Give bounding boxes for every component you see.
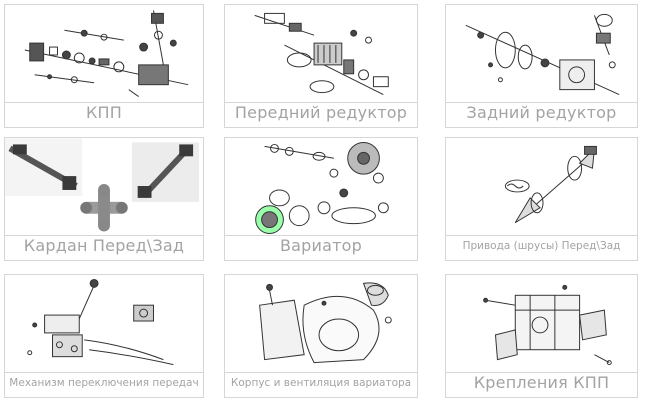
gearbox-diagram	[24, 10, 189, 97]
category-label[interactable]: Передний редуктор	[234, 103, 408, 122]
category-label[interactable]: Вариатор	[279, 236, 362, 255]
category-card-front-gearbox[interactable]: Передний редуктор	[224, 4, 418, 128]
category-label[interactable]: Кардан Перед\Зад	[23, 236, 185, 255]
category-label[interactable]: Механизм переключения передач	[9, 377, 199, 389]
driveshaft-photo	[5, 138, 200, 232]
category-card-shift-mechanism[interactable]: Механизм переключения передач	[4, 274, 204, 398]
category-label[interactable]: Корпус и вентиляция вариатора	[230, 377, 412, 389]
gearbox-exploded-diagram-image[interactable]	[5, 5, 203, 101]
rear-gearbox-exploded-diagram-image[interactable]	[446, 5, 637, 101]
rear-gearbox-diagram	[465, 13, 620, 96]
variator-housing-diagram	[259, 282, 392, 364]
variator-diagram	[255, 141, 389, 234]
category-card-variator-housing[interactable]: Корпус и вентиляция вариатора	[224, 274, 418, 398]
gearbox-mounts-diagram-image[interactable]	[446, 275, 637, 371]
category-card-driveshaft[interactable]: Кардан Перед\Зад	[4, 137, 204, 261]
front-gearbox-diagram	[254, 12, 389, 96]
category-label[interactable]: Привода (шрусы) Перед\Зад	[462, 240, 621, 252]
category-card-gearbox-mounts[interactable]: Крепления КПП	[445, 274, 638, 398]
shift-mechanism-diagram	[27, 278, 174, 366]
variator-housing-diagram-image[interactable]	[225, 275, 417, 371]
gearbox-mounts-diagram	[483, 284, 612, 366]
category-label[interactable]: Крепления КПП	[473, 373, 610, 392]
front-gearbox-exploded-diagram-image[interactable]	[225, 5, 417, 101]
driveshaft-photo-image[interactable]	[5, 138, 203, 234]
variator-parts-diagram-image[interactable]	[225, 138, 417, 234]
cv-axle-diagram-image[interactable]	[446, 138, 637, 234]
category-label[interactable]: Задний редуктор	[466, 103, 617, 122]
shift-mechanism-diagram-image[interactable]	[5, 275, 203, 371]
category-card-cv-axles[interactable]: Привода (шрусы) Перед\Зад	[445, 137, 638, 261]
category-card-gearbox[interactable]: КПП	[4, 4, 204, 128]
category-card-variator[interactable]: Вариатор	[224, 137, 418, 261]
cv-axle-diagram	[504, 145, 597, 224]
category-label[interactable]: КПП	[85, 103, 123, 122]
category-card-rear-gearbox[interactable]: Задний редуктор	[445, 4, 638, 128]
